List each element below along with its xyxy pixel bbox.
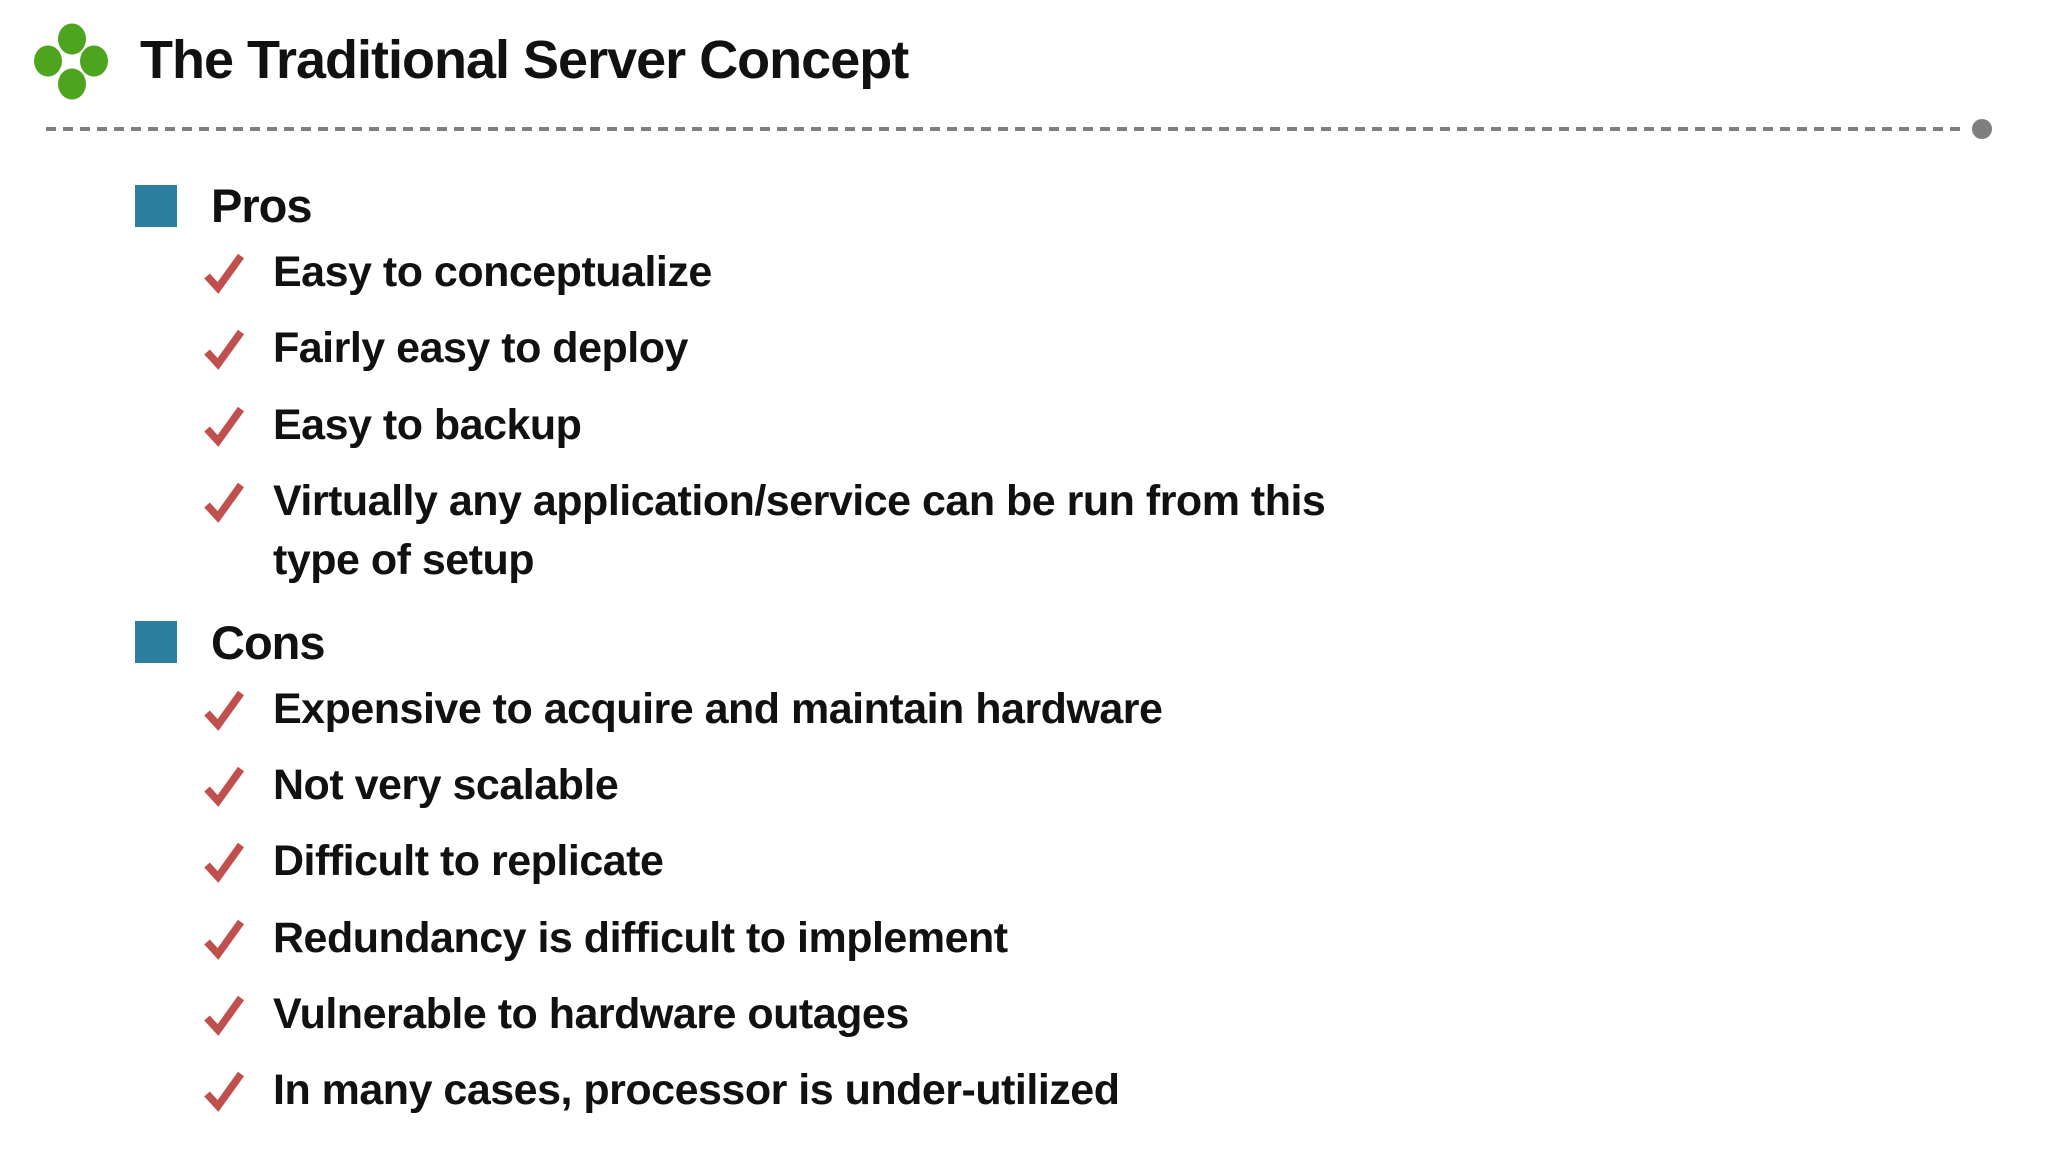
four-dot-diamond-logo-icon [34,23,108,100]
square-bullet-icon [135,184,177,227]
list-item-text: Redundancy is difficult to implement [273,913,1008,962]
list-item-text: Expensive to acquire and maintain hardwa… [273,684,1163,733]
checkmark-icon [204,690,245,731]
list-item-text: Virtually any application/service can be… [273,476,1326,585]
checkmark-icon [204,766,245,807]
list-item-text: Vulnerable to hardware outages [273,989,909,1038]
title-divider [46,119,1992,139]
list-item-text: Not very scalable [273,760,619,809]
divider-end-dot [1972,119,1992,139]
section-heading-pros: Pros [211,179,312,232]
checkmark-icon [204,253,245,294]
slide-title: The Traditional Server Concept [140,30,909,90]
cons-list: Expensive to acquire and maintain hardwa… [135,680,2008,1121]
list-item-text: In many cases, processor is under-utiliz… [273,1066,1120,1115]
list-item: Redundancy is difficult to implement [201,909,2008,968]
slide-header: The Traditional Server Concept [28,14,909,106]
list-item: Vulnerable to hardware outages [201,985,2008,1044]
checkmark-icon [204,919,245,960]
section-pros: Pros Easy to conceptualize Fairly easy t… [135,178,2008,591]
section-cons: Cons Expensive to acquire and maintain h… [135,615,2008,1121]
checkmark-icon [204,406,245,447]
list-item: Not very scalable [201,756,2008,815]
list-item: In many cases, processor is under-utiliz… [201,1061,2008,1120]
checkmark-icon [204,843,245,884]
list-item: Easy to backup [201,396,2008,455]
list-item: Expensive to acquire and maintain hardwa… [201,680,2008,739]
checkmark-icon [204,330,245,371]
list-item: Virtually any application/service can be… [201,472,2008,591]
dashed-line [46,127,1962,131]
cons-heading-row: Cons [135,615,2008,670]
pros-list: Easy to conceptualize Fairly easy to dep… [135,243,2008,591]
list-item: Difficult to replicate [201,832,2008,891]
list-item-text: Easy to backup [273,400,582,449]
list-item: Easy to conceptualize [201,243,2008,302]
checkmark-icon [204,995,245,1036]
slide-body: Pros Easy to conceptualize Fairly easy t… [135,178,2008,1138]
checkmark-icon [204,1072,245,1113]
list-item: Fairly easy to deploy [201,319,2008,378]
list-item-text: Difficult to replicate [273,837,664,886]
square-bullet-icon [135,621,177,664]
checkmark-icon [204,482,245,523]
list-item-text: Easy to conceptualize [273,248,712,296]
section-heading-cons: Cons [211,615,325,669]
pros-heading-row: Pros [135,178,2008,233]
list-item-text: Fairly easy to deploy [273,324,688,373]
